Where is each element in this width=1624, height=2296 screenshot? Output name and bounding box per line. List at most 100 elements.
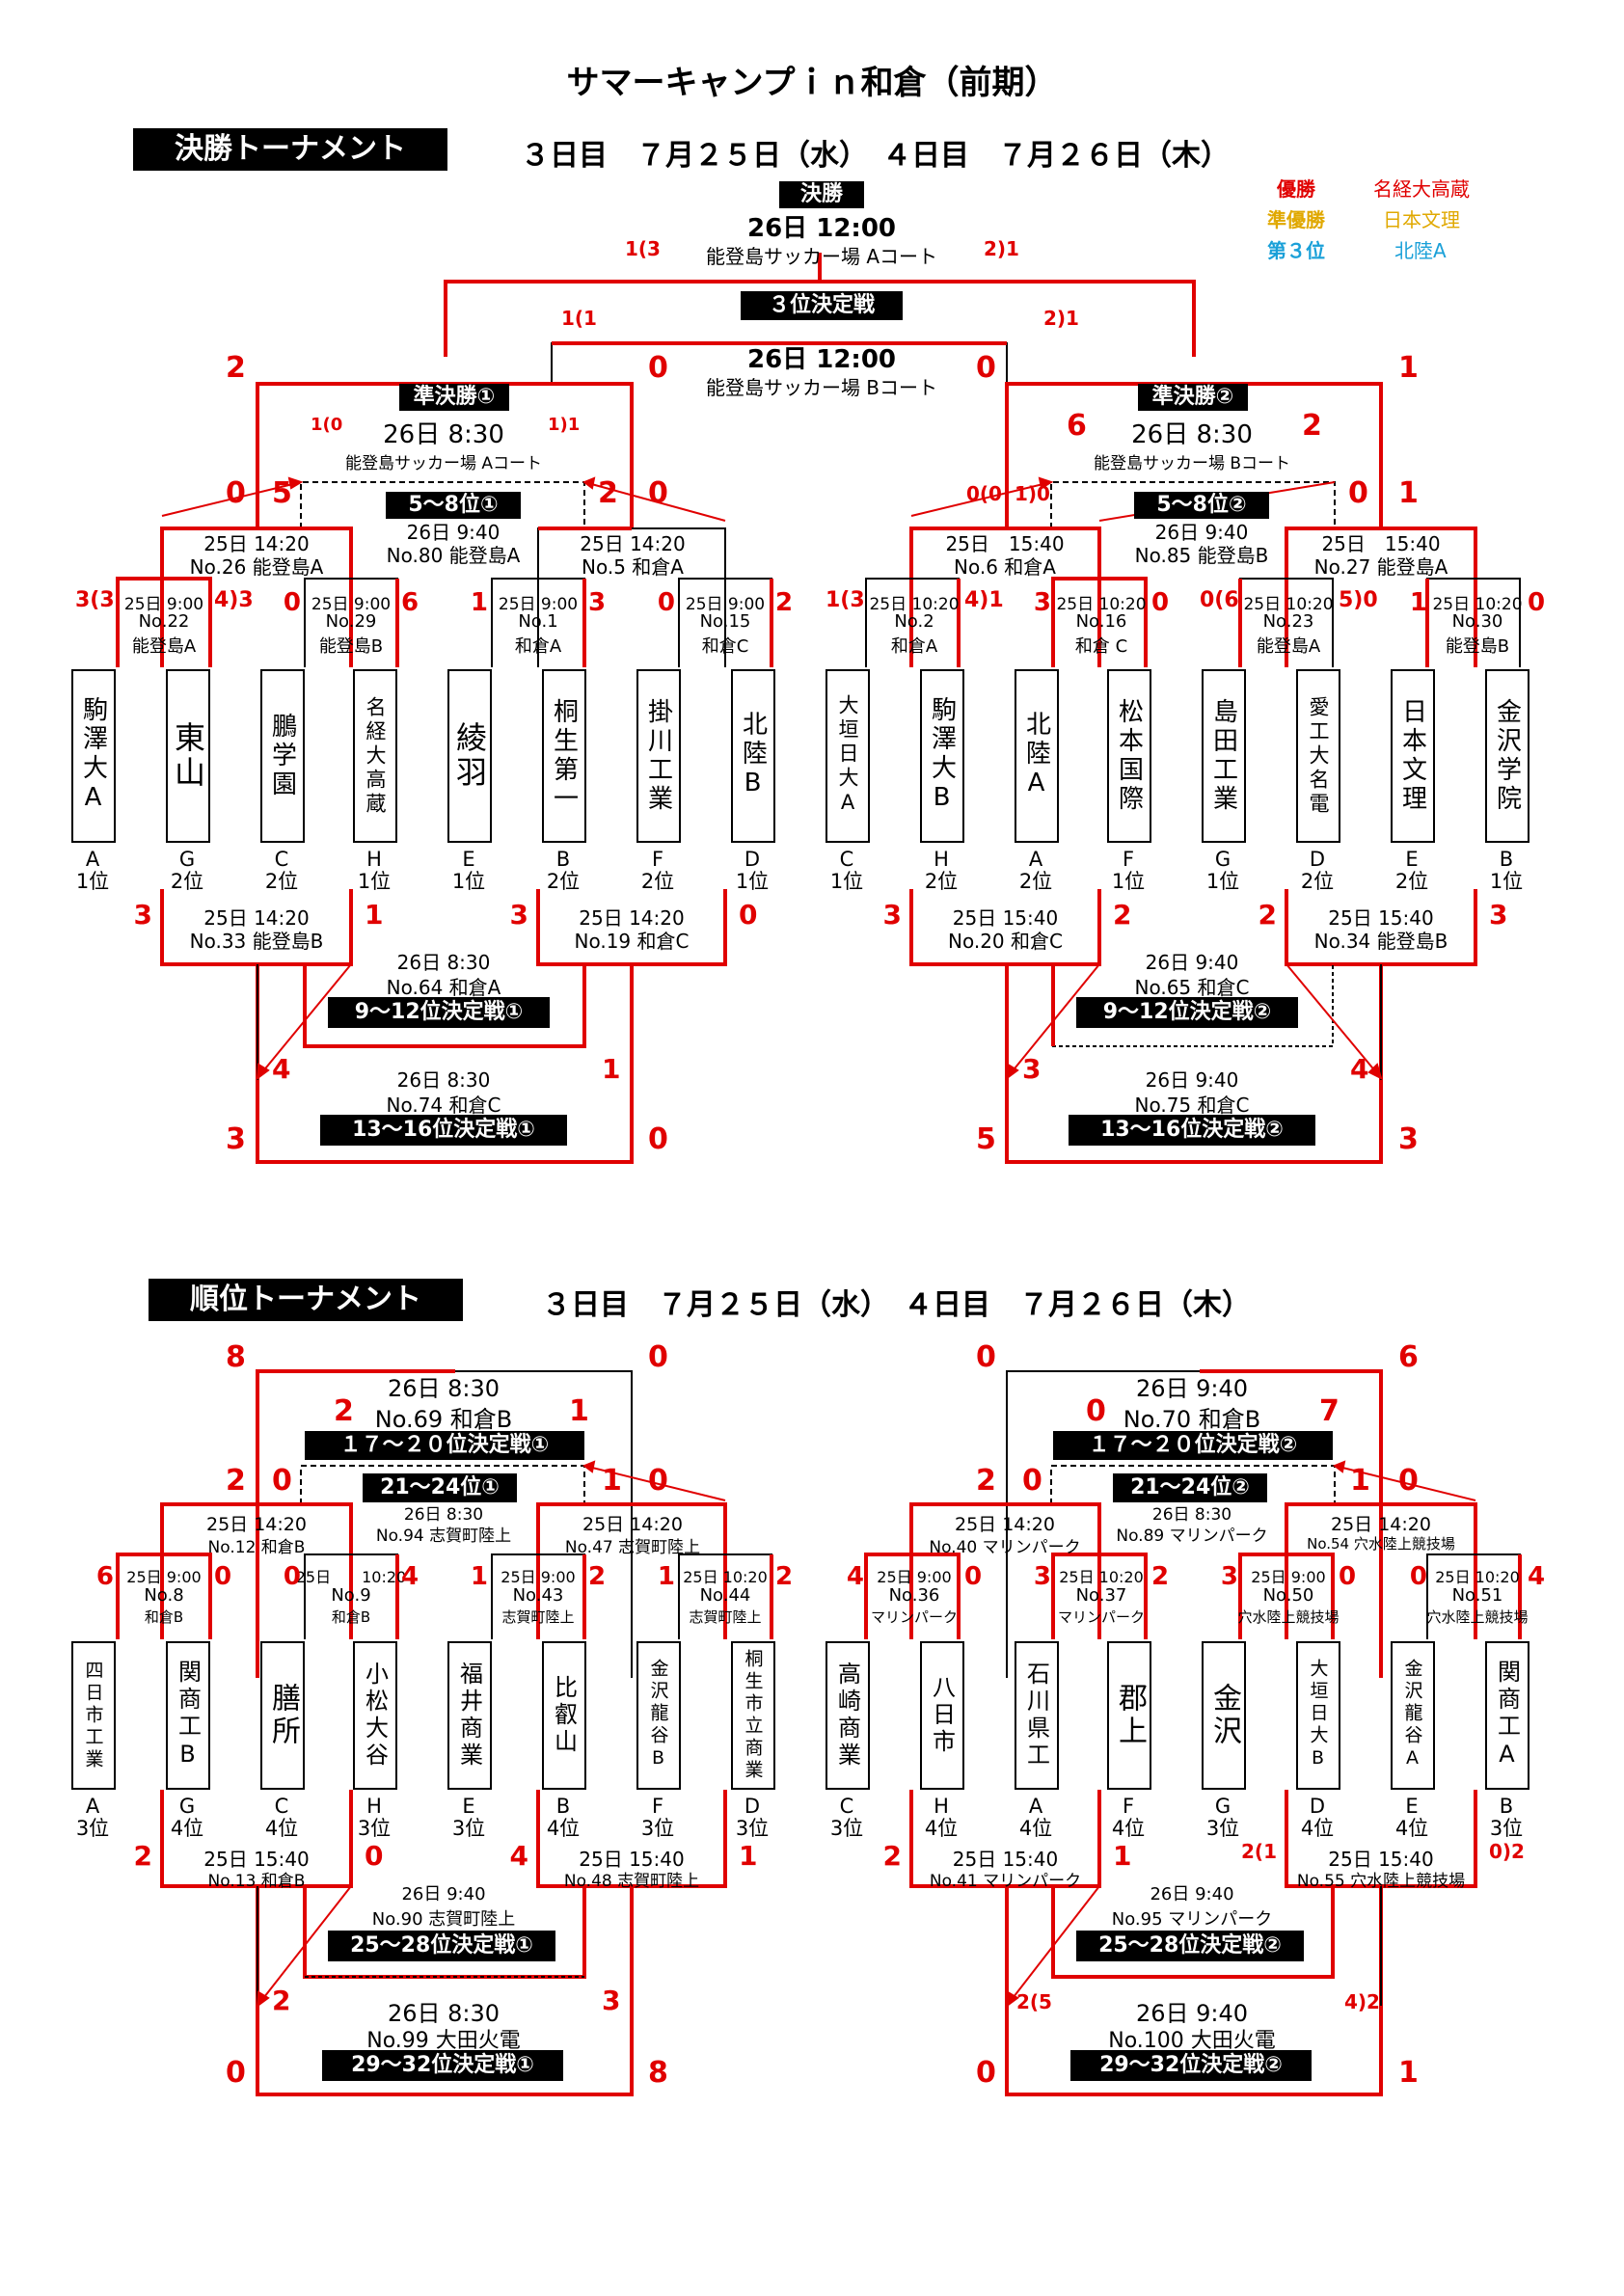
team-box[interactable]: 膳所 — [260, 1641, 305, 1790]
p2124-2-s2: 0 — [1022, 1464, 1042, 1498]
team-name: 鵬学園 — [267, 713, 297, 799]
r1-time: 25日 9:00 — [498, 595, 579, 614]
p912-2-venue: No.65 和倉C — [1134, 976, 1250, 999]
team-box[interactable]: 駒澤大A — [71, 669, 116, 843]
place58-1-venue: No.80 能登島A — [386, 544, 521, 567]
team-box[interactable]: 関商工B — [166, 1641, 210, 1790]
lower-score-right: 1 — [739, 1840, 758, 1872]
team-rank: 1位 — [1205, 870, 1240, 893]
lower-score-left: 2 — [133, 1840, 152, 1872]
place58-1-time: 26日 9:40 — [406, 521, 501, 544]
team-box[interactable]: 金沢学院 — [1485, 669, 1529, 843]
team-name: 石川県工 — [1022, 1661, 1050, 1769]
r1-match-no: No.29 — [325, 611, 377, 632]
team-box[interactable]: 鵬学園 — [260, 669, 305, 843]
team-group: A — [1028, 1795, 1043, 1818]
r1-score-left: 1 — [1409, 588, 1427, 617]
team-box[interactable]: 掛川工業 — [636, 669, 681, 843]
final-venue: 能登島サッカー場 Aコート — [705, 245, 938, 268]
team-rank: 1位 — [451, 870, 486, 893]
team-box[interactable]: 桐生市立商業 — [731, 1641, 775, 1790]
team-box[interactable]: 綾羽 — [447, 669, 492, 843]
r1-match-no: No.51 — [1451, 1585, 1503, 1606]
lower-time: 25日 15:40 — [952, 906, 1059, 930]
r1-score-right: 2 — [775, 588, 794, 617]
team-box[interactable]: 金沢龍谷B — [636, 1641, 681, 1790]
team-box[interactable]: 桐生第一 — [542, 669, 586, 843]
semi2-low-right: 0 — [1348, 476, 1368, 510]
page-title: サマーキャンプｉｎ和倉（前期） — [566, 64, 1058, 102]
team-box[interactable]: 金沢龍谷A — [1391, 1641, 1435, 1790]
p2124-2-label: 21～24位② — [1113, 1473, 1267, 1502]
p1316-2-time: 26日 9:40 — [1145, 1068, 1239, 1092]
r1-match-no: No.15 — [699, 611, 751, 632]
semi1-score-left: 1(0 — [311, 415, 343, 435]
team-name: 比叡山 — [550, 1675, 578, 1756]
team-name: 関商工B — [174, 1660, 202, 1771]
lower-venue: No.13 和倉B — [207, 1872, 306, 1891]
team-box[interactable]: 小松大谷 — [353, 1641, 397, 1790]
team-group: B — [555, 848, 571, 871]
p2932-2-score-right: 4)2 — [1344, 1990, 1380, 2013]
lower-score-left: 4 — [509, 1840, 528, 1872]
p2528-2-label: 25～28位決定戦② — [1076, 1931, 1304, 1961]
p1720-2-inner-right: 7 — [1319, 1394, 1340, 1428]
team-group: E — [1405, 1795, 1419, 1818]
team-box[interactable]: 松本国際 — [1107, 669, 1151, 843]
legend-third-team: 北陸A — [1394, 239, 1447, 262]
team-name: 福井商業 — [455, 1661, 483, 1769]
team-box[interactable]: 福井商業 — [447, 1641, 492, 1790]
team-box[interactable]: 大垣日大B — [1296, 1641, 1340, 1790]
p2932-1-bottom-left: 0 — [226, 2056, 246, 2090]
p1720-1-outer-right: 0 — [648, 1340, 668, 1374]
r1-venue: 和倉A — [890, 636, 938, 657]
place58-2-label: 5～8位② — [1134, 492, 1269, 519]
team-name: 綾羽 — [451, 721, 488, 791]
team-box[interactable]: 八日市 — [920, 1641, 964, 1790]
team-box[interactable]: 関商工A — [1485, 1641, 1529, 1790]
r1-time: 25日 9:00 — [311, 595, 392, 614]
team-group: D — [744, 1795, 761, 1818]
team-rank: 4位 — [1111, 1817, 1146, 1840]
team-box[interactable]: 島田工業 — [1202, 669, 1246, 843]
r1-time: 25日 10:20 — [1059, 1568, 1144, 1586]
team-box[interactable]: 駒澤大B — [920, 669, 964, 843]
rank-qf-1-time: 25日 14:20 — [206, 1514, 307, 1535]
team-box[interactable]: 高崎商業 — [826, 1641, 870, 1790]
team-name: 駒澤大B — [927, 696, 957, 816]
team-box[interactable]: 名経大高蔵 — [353, 669, 397, 843]
r1-score-left: 6 — [95, 1562, 114, 1591]
team-rank: 1位 — [829, 870, 864, 893]
team-box[interactable]: 四日市工業 — [71, 1641, 116, 1790]
p1720-2-inner-left: 0 — [1086, 1394, 1106, 1428]
team-group: G — [178, 848, 196, 871]
team-group: C — [274, 848, 289, 871]
team-box[interactable]: 比叡山 — [542, 1641, 586, 1790]
team-box[interactable]: 大垣日大A — [826, 669, 870, 843]
team-name: 四日市工業 — [82, 1660, 104, 1771]
p1720-2-venue: No.70 和倉B — [1123, 1406, 1261, 1433]
p2932-1-venue: No.99 大田火電 — [366, 2029, 521, 2053]
team-box[interactable]: 愛工大名電 — [1296, 669, 1340, 843]
team-box[interactable]: 北陸B — [731, 669, 775, 843]
team-group: B — [1499, 848, 1514, 871]
r1-time: 25日 9:00 — [126, 1568, 202, 1586]
r1-match-no: No.23 — [1262, 611, 1314, 632]
team-rank: 1位 — [1489, 870, 1524, 893]
team-box[interactable]: 日本文理 — [1391, 669, 1435, 843]
team-box[interactable]: 郡上 — [1107, 1641, 1151, 1790]
qf-1-venue: No.26 能登島A — [189, 555, 324, 579]
qf-2-time: 25日 14:20 — [580, 532, 686, 555]
r1-score-left: 4 — [846, 1562, 864, 1591]
team-box[interactable]: 金沢 — [1202, 1641, 1246, 1790]
team-box[interactable]: 石川県工 — [1015, 1641, 1059, 1790]
team-box[interactable]: 北陸A — [1015, 669, 1059, 843]
p2124-2-s4: 0 — [1398, 1464, 1419, 1498]
lower-score-right: 3 — [1489, 899, 1508, 931]
team-box[interactable]: 東山 — [166, 669, 210, 843]
third-place-score-right: 2)1 — [1043, 307, 1079, 330]
place58-1-label: 5～8位① — [386, 492, 521, 519]
r1-time: 25日 10:20 — [1056, 595, 1147, 614]
semi1-low-right: 2 — [598, 476, 618, 510]
